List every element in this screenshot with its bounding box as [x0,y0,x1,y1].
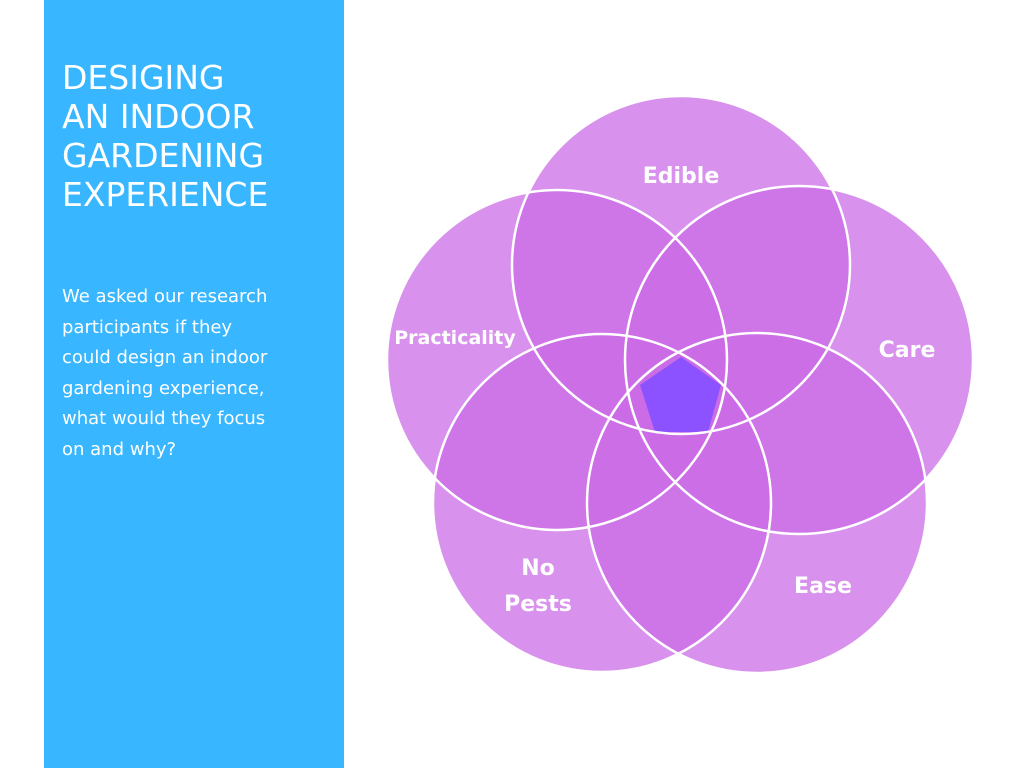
description-line: participants if they [62,316,233,338]
outline-care [623,184,975,536]
outline-edible [510,94,852,436]
description-line: what would they focus [62,408,266,429]
page-title: DESIGING AN INDOOR GARDENING EXPERIENCE [62,58,332,214]
outline-no-pests [431,332,773,674]
label-no-pests: No [521,556,555,581]
label-practicality: Practicality [394,327,516,349]
side-panel: DESIGING AN INDOOR GARDENING EXPERIENCE … [44,0,344,768]
description-line: We asked our research [62,286,268,307]
label-ease: Ease [794,574,852,599]
outline-ease [585,331,929,675]
circle-outlines [385,94,975,675]
description-line: could design an indoor [62,347,268,368]
title-line: EXPERIENCE [62,175,269,214]
outline-practicality [385,188,729,532]
title-line: GARDENING [62,136,265,175]
center-intersection [640,357,721,432]
description-line: on and why? [62,438,177,460]
label-no-pests: Pests [504,592,572,617]
labels: Edible Care Ease No Pests Practicality [394,164,935,617]
circle-practicality [387,190,727,530]
title-line: DESIGING [62,58,225,97]
label-care: Care [879,338,936,363]
description-line: gardening experience, [62,377,265,399]
label-edible: Edible [643,164,720,189]
title-line: AN INDOOR [62,97,255,136]
description: We asked our research participants if th… [62,282,324,465]
